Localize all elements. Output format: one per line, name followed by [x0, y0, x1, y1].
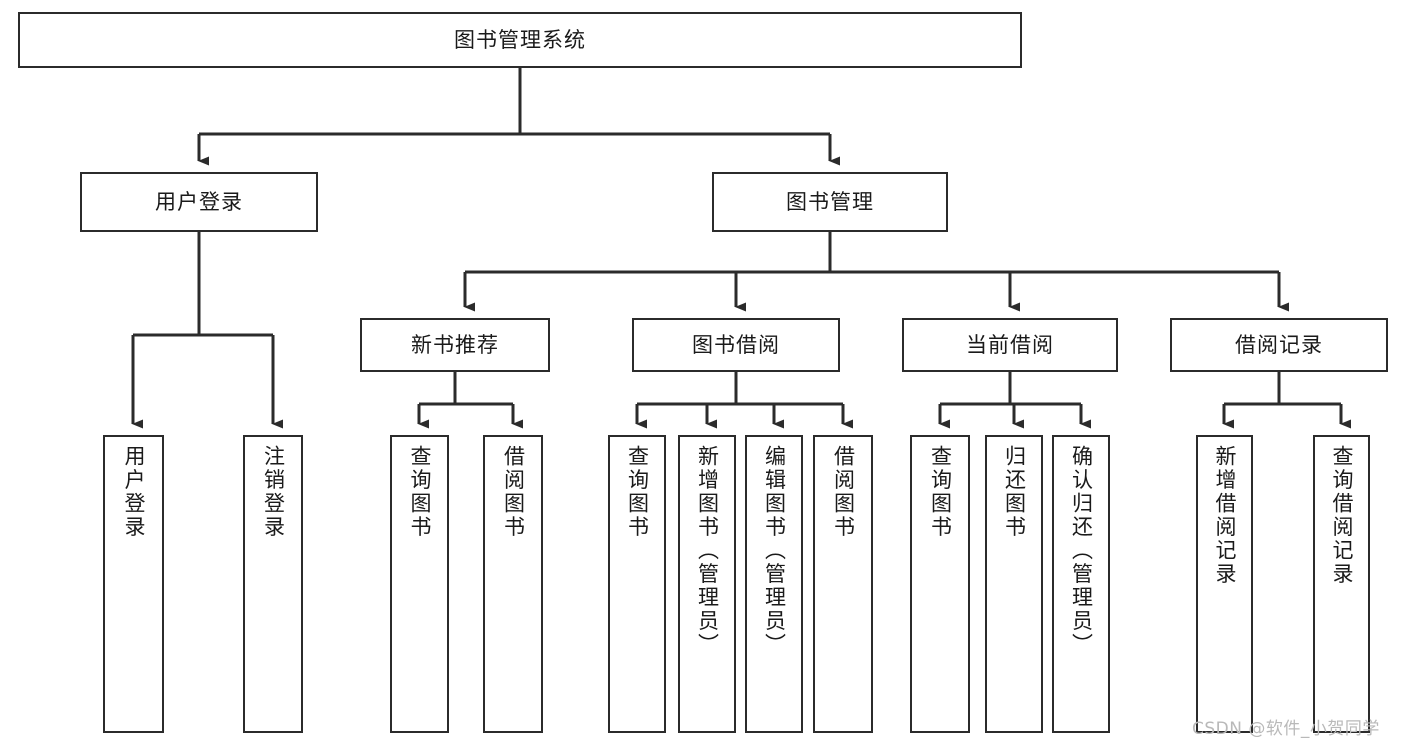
node-label: 用户登录: [122, 445, 146, 539]
node-leaf-add-record[interactable]: 新增借阅记录: [1196, 435, 1253, 733]
node-leaf-confirm-return[interactable]: 确认归还（管理员）: [1052, 435, 1110, 733]
node-label: 注销登录: [261, 445, 286, 539]
node-leaf-query-book-2[interactable]: 查询图书: [608, 435, 666, 733]
node-label: 当前借阅: [966, 332, 1054, 357]
node-label: 编辑图书（管理员）: [762, 445, 787, 657]
node-label: 新增借阅记录: [1213, 445, 1237, 586]
node-user-login[interactable]: 用户登录: [80, 172, 318, 232]
csdn-watermark: CSDN @软件_小贺同学: [1192, 719, 1380, 739]
node-leaf-borrow-book-1[interactable]: 借阅图书: [483, 435, 543, 733]
node-label: 借阅记录: [1235, 332, 1323, 357]
node-label: 新增图书（管理员）: [695, 445, 720, 657]
node-label: 图书借阅: [692, 332, 780, 357]
node-label: 图书管理系统: [454, 27, 586, 52]
node-leaf-user-login[interactable]: 用户登录: [103, 435, 164, 733]
node-label: 图书管理: [786, 189, 874, 214]
node-label: 用户登录: [155, 189, 243, 214]
node-label: 借阅图书: [501, 445, 526, 539]
node-book-manage[interactable]: 图书管理: [712, 172, 948, 232]
node-leaf-return-book[interactable]: 归还图书: [985, 435, 1043, 733]
node-label: 新书推荐: [411, 332, 499, 357]
node-label: 查询图书: [408, 445, 432, 539]
node-leaf-logout[interactable]: 注销登录: [243, 435, 303, 733]
node-label: 归还图书: [1002, 445, 1027, 539]
node-label: 查询借阅记录: [1330, 445, 1354, 586]
node-label: 确认归还（管理员）: [1069, 445, 1094, 657]
node-leaf-query-book-3[interactable]: 查询图书: [910, 435, 970, 733]
node-leaf-query-book-1[interactable]: 查询图书: [390, 435, 449, 733]
node-label: 借阅图书: [831, 445, 856, 539]
node-leaf-add-book[interactable]: 新增图书（管理员）: [678, 435, 736, 733]
node-leaf-borrow-book-2[interactable]: 借阅图书: [813, 435, 873, 733]
node-label: 查询图书: [928, 445, 953, 539]
node-label: 查询图书: [625, 445, 650, 539]
node-leaf-query-record[interactable]: 查询借阅记录: [1313, 435, 1370, 733]
node-borrow-record[interactable]: 借阅记录: [1170, 318, 1388, 372]
node-new-book-rec[interactable]: 新书推荐: [360, 318, 550, 372]
node-book-borrow[interactable]: 图书借阅: [632, 318, 840, 372]
node-root[interactable]: 图书管理系统: [18, 12, 1022, 68]
node-leaf-edit-book[interactable]: 编辑图书（管理员）: [745, 435, 803, 733]
node-current-borrow[interactable]: 当前借阅: [902, 318, 1118, 372]
